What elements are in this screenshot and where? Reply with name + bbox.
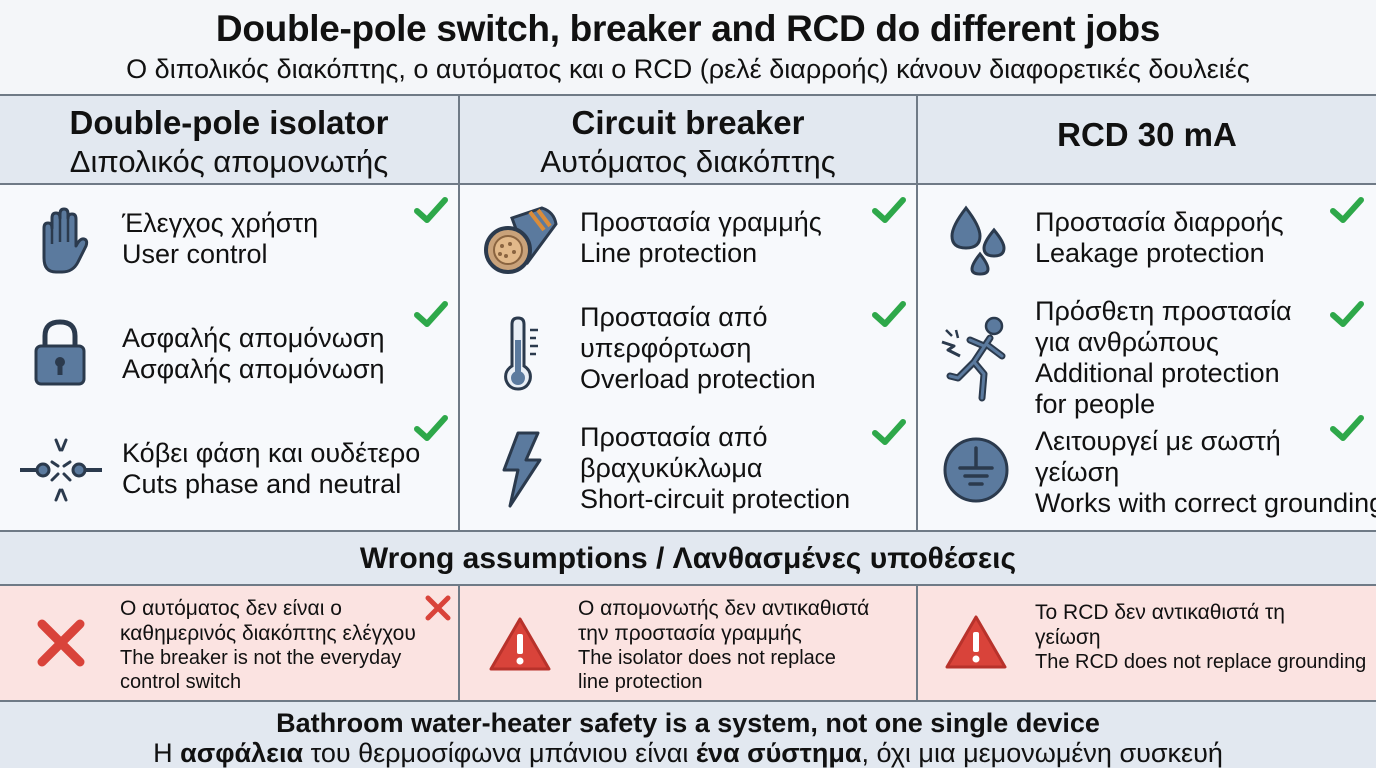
header-greek: Αυτόματος διακόπτης [540, 144, 836, 179]
title-english: Double-pole switch, breaker and RCD do d… [215, 8, 1161, 49]
footer-text: Η [153, 738, 181, 768]
feature-leakage-protection: Προστασία διαρροής Leakage protection [1035, 207, 1284, 269]
feature-greek: Ασφαλής απομόνωση [122, 323, 385, 353]
wrong-english: line protection [578, 671, 703, 693]
wrong-greek: γείωση [1035, 626, 1101, 649]
wrong-greek: την προστασία γραμμής [578, 622, 802, 645]
thermometer-icon [504, 316, 538, 391]
checkmark-icon [872, 419, 906, 445]
column-divider [916, 96, 918, 530]
lightning-icon [502, 431, 542, 508]
feature-greek: Έλεγχος χρήστη [122, 208, 319, 238]
feature-user-control: Έλεγχος χρήστη User control [122, 208, 318, 270]
water-drops-icon [950, 205, 1006, 276]
wrong-greek: Ο αυτόματος δεν είναι ο [120, 597, 342, 620]
feature-greek: βραχυκύκλωμα [580, 453, 763, 483]
wrong-assumption-rcd: Το RCD δεν αντικαθιστά τη γείωση The RCD… [918, 586, 1376, 700]
wrong-english: The isolator does not replace [578, 647, 836, 669]
header-greek: Διπολικός απομονωτής [69, 144, 389, 179]
ground-symbol-icon [943, 437, 1009, 503]
feature-english: Overload protection [580, 364, 816, 394]
feature-greek: Προστασία από [580, 422, 768, 452]
wrong-assumption-text: Ο απομονωτής δεν αντικαθιστά την προστασ… [578, 596, 869, 694]
wrong-assumptions-title: Wrong assumptions / Λανθασμένες υποθέσει… [359, 542, 1017, 575]
feature-english: Leakage protection [1035, 238, 1265, 268]
wrong-greek: Ο απομονωτής δεν αντικαθιστά [578, 597, 870, 620]
column-header-breaker: Circuit breaker Αυτόματος διακόπτης [460, 96, 916, 185]
feature-line-protection: Προστασία γραμμής Line protection [580, 207, 822, 269]
checkmark-icon [414, 197, 448, 223]
cut-wire-icon [20, 438, 102, 502]
feature-greek: Προστασία διαρροής [1035, 207, 1284, 237]
checkmark-icon [1330, 415, 1364, 441]
feature-greek: Πρόσθετη προστασία [1035, 296, 1292, 326]
footer-english: Bathroom water-heater safety is a system… [276, 708, 1100, 738]
x-mark-icon [37, 619, 85, 667]
feature-greek: υπερφόρτωση [580, 333, 752, 363]
checkmark-icon [414, 301, 448, 327]
cable-icon [484, 206, 558, 274]
feature-greek: Κόβει φάση και ουδέτερο [122, 438, 421, 468]
feature-short-circuit-protection: Προστασία από βραχυκύκλωμα Short-circuit… [580, 422, 850, 515]
header-english: Circuit breaker [571, 104, 805, 141]
padlock-icon [34, 319, 86, 386]
column-divider [458, 586, 460, 700]
wrong-greek: καθημερινός διακόπτης ελέγχου [120, 622, 416, 645]
checkmark-icon [1330, 197, 1364, 223]
wrong-assumption-text: Ο αυτόματος δεν είναι ο καθημερινός διακ… [120, 596, 416, 694]
checkmark-icon [872, 197, 906, 223]
footer-text: , όχι μια μεμονωμένη συσκευή [861, 738, 1223, 768]
wrong-english: The breaker is not the everyday [120, 647, 402, 669]
feature-greek: Λειτουργεί με σωστή [1035, 426, 1281, 456]
column-divider [458, 96, 460, 530]
feature-greek: γείωση [1035, 457, 1120, 487]
feature-english: User control [122, 239, 268, 269]
checkmark-icon [414, 415, 448, 441]
footer-emphasis: ένα σύστημα [695, 738, 862, 768]
feature-greek: Προστασία από [580, 302, 768, 332]
feature-english: Cuts phase and neutral [122, 469, 402, 499]
wrong-assumption-breaker: Ο αυτόματος δεν είναι ο καθημερινός διακ… [0, 586, 458, 700]
feature-safe-isolation: Ασφαλής απομόνωση Ασφαλής απομόνωση [122, 323, 385, 385]
hand-icon [42, 207, 89, 274]
footer-emphasis: ασφάλεια [180, 738, 304, 768]
footer-greek: Η ασφάλεια του θερμοσίφωνα μπάνιου είναι… [0, 738, 1376, 768]
title-greek: Ο διπολικός διακόπτης, ο αυτόματος και ο… [126, 54, 1250, 84]
column-header-rcd: RCD 30 mA [918, 96, 1376, 185]
wrong-greek: Το RCD δεν αντικαθιστά τη [1035, 601, 1285, 624]
wrong-assumptions-header: Wrong assumptions / Λανθασμένες υποθέσει… [0, 530, 1376, 586]
feature-greek: Προστασία γραμμής [580, 207, 822, 237]
column-header-isolator: Double-pole isolator Διπολικός απομονωτή… [0, 96, 458, 185]
footer-summary: Bathroom water-heater safety is a system… [0, 700, 1376, 768]
warning-icon [945, 615, 1007, 669]
feature-english: Short-circuit protection [580, 484, 851, 514]
feature-english: Additional protection [1035, 358, 1280, 388]
column-divider [916, 586, 918, 700]
checkmark-icon [872, 301, 906, 327]
feature-english: Line protection [580, 238, 758, 268]
electric-shock-person-icon [941, 316, 1006, 402]
wrong-english: control switch [120, 671, 242, 693]
header-english: RCD 30 mA [1057, 116, 1237, 153]
wrong-english: The RCD does not replace grounding [1035, 651, 1367, 673]
wrong-assumption-isolator: Ο απομονωτής δεν αντικαθιστά την προστασ… [460, 586, 916, 700]
title-block: Double-pole switch, breaker and RCD do d… [0, 0, 1376, 96]
warning-icon [489, 617, 551, 671]
feature-english: for people [1035, 389, 1156, 419]
feature-english: Ασφαλής απομόνωση [122, 354, 385, 384]
feature-overload-protection: Προστασία από υπερφόρτωση Overload prote… [580, 302, 816, 395]
header-english: Double-pole isolator [69, 104, 389, 141]
checkmark-icon [1330, 301, 1364, 327]
feature-greek: για ανθρώπους [1035, 327, 1219, 357]
feature-cuts-phase-neutral: Κόβει φάση και ουδέτερο Cuts phase and n… [122, 438, 420, 500]
feature-english: Works with correct grounding [1035, 488, 1376, 518]
feature-people-protection: Πρόσθετη προστασία για ανθρώπους Additio… [1035, 296, 1292, 420]
x-mark-icon [425, 595, 451, 621]
feature-correct-grounding: Λειτουργεί με σωστή γείωση Works with co… [1035, 426, 1376, 519]
wrong-assumption-text: Το RCD δεν αντικαθιστά τη γείωση The RCD… [1035, 600, 1366, 674]
footer-text: του θερμοσίφωνα μπάνιου είναι [303, 738, 696, 768]
